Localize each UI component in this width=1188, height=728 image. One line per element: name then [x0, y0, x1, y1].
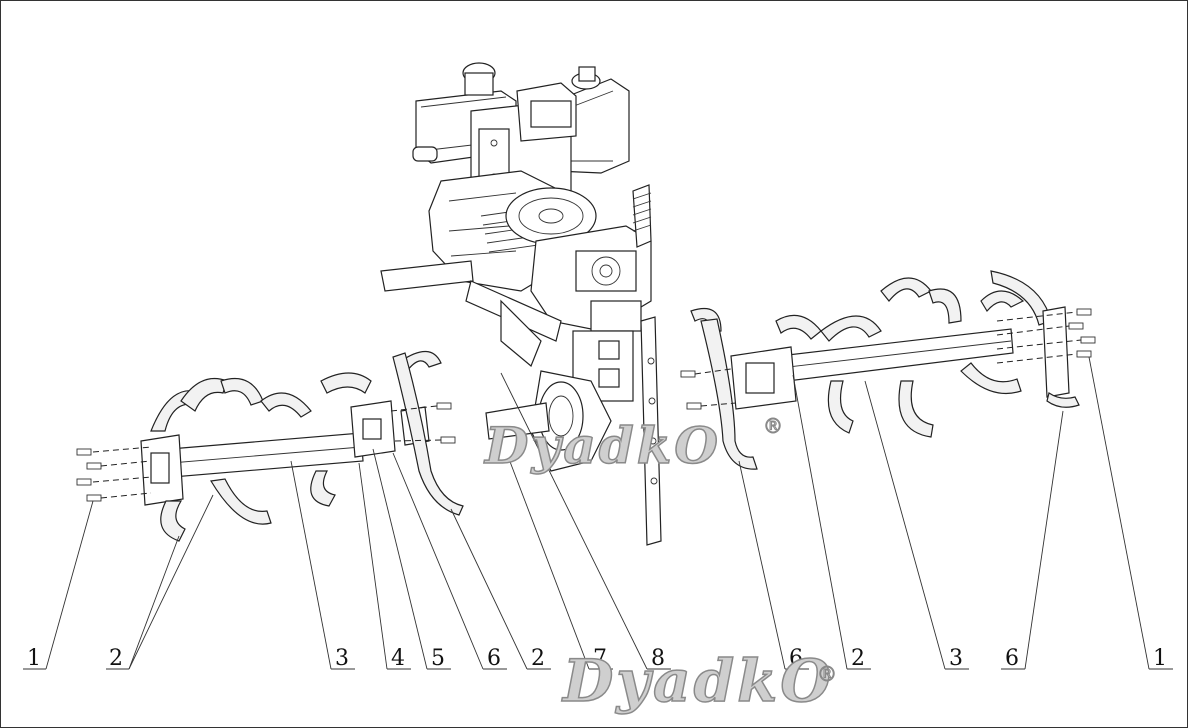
callout-6c: 6 [1005, 646, 1019, 671]
callout-2: 2 [109, 646, 123, 671]
callout-2b: 2 [531, 646, 545, 671]
right-tine-assembly [680, 270, 1096, 470]
watermark-registered-mark: ® [763, 414, 783, 438]
callout-1: 1 [27, 646, 41, 671]
callout-1b: 1 [1153, 646, 1167, 671]
callout-3b: 3 [949, 646, 963, 671]
callout-7: 7 [593, 646, 607, 671]
watermark-center: DyadkO ® [482, 414, 783, 476]
watermark-text: DyadkO [483, 416, 721, 475]
leader-lines [23, 356, 1173, 670]
callout-8: 8 [651, 646, 665, 671]
watermark-registered-mark-bottom: ® [817, 662, 837, 686]
callout-2c: 2 [851, 646, 865, 671]
callout-6b: 6 [789, 646, 803, 671]
callout-3: 3 [335, 646, 349, 671]
callout-labels: 1 2 3 4 5 6 2 7 8 6 2 3 6 1 [27, 646, 1167, 671]
callout-4: 4 [391, 646, 405, 671]
watermark-text-bottom: DyadkO [561, 647, 834, 715]
left-tine-assembly [76, 350, 464, 542]
engine-assembly [380, 62, 662, 546]
watermark-bottom: DyadkO ® [560, 646, 837, 716]
callout-6: 6 [487, 646, 501, 671]
callout-5: 5 [431, 646, 445, 671]
